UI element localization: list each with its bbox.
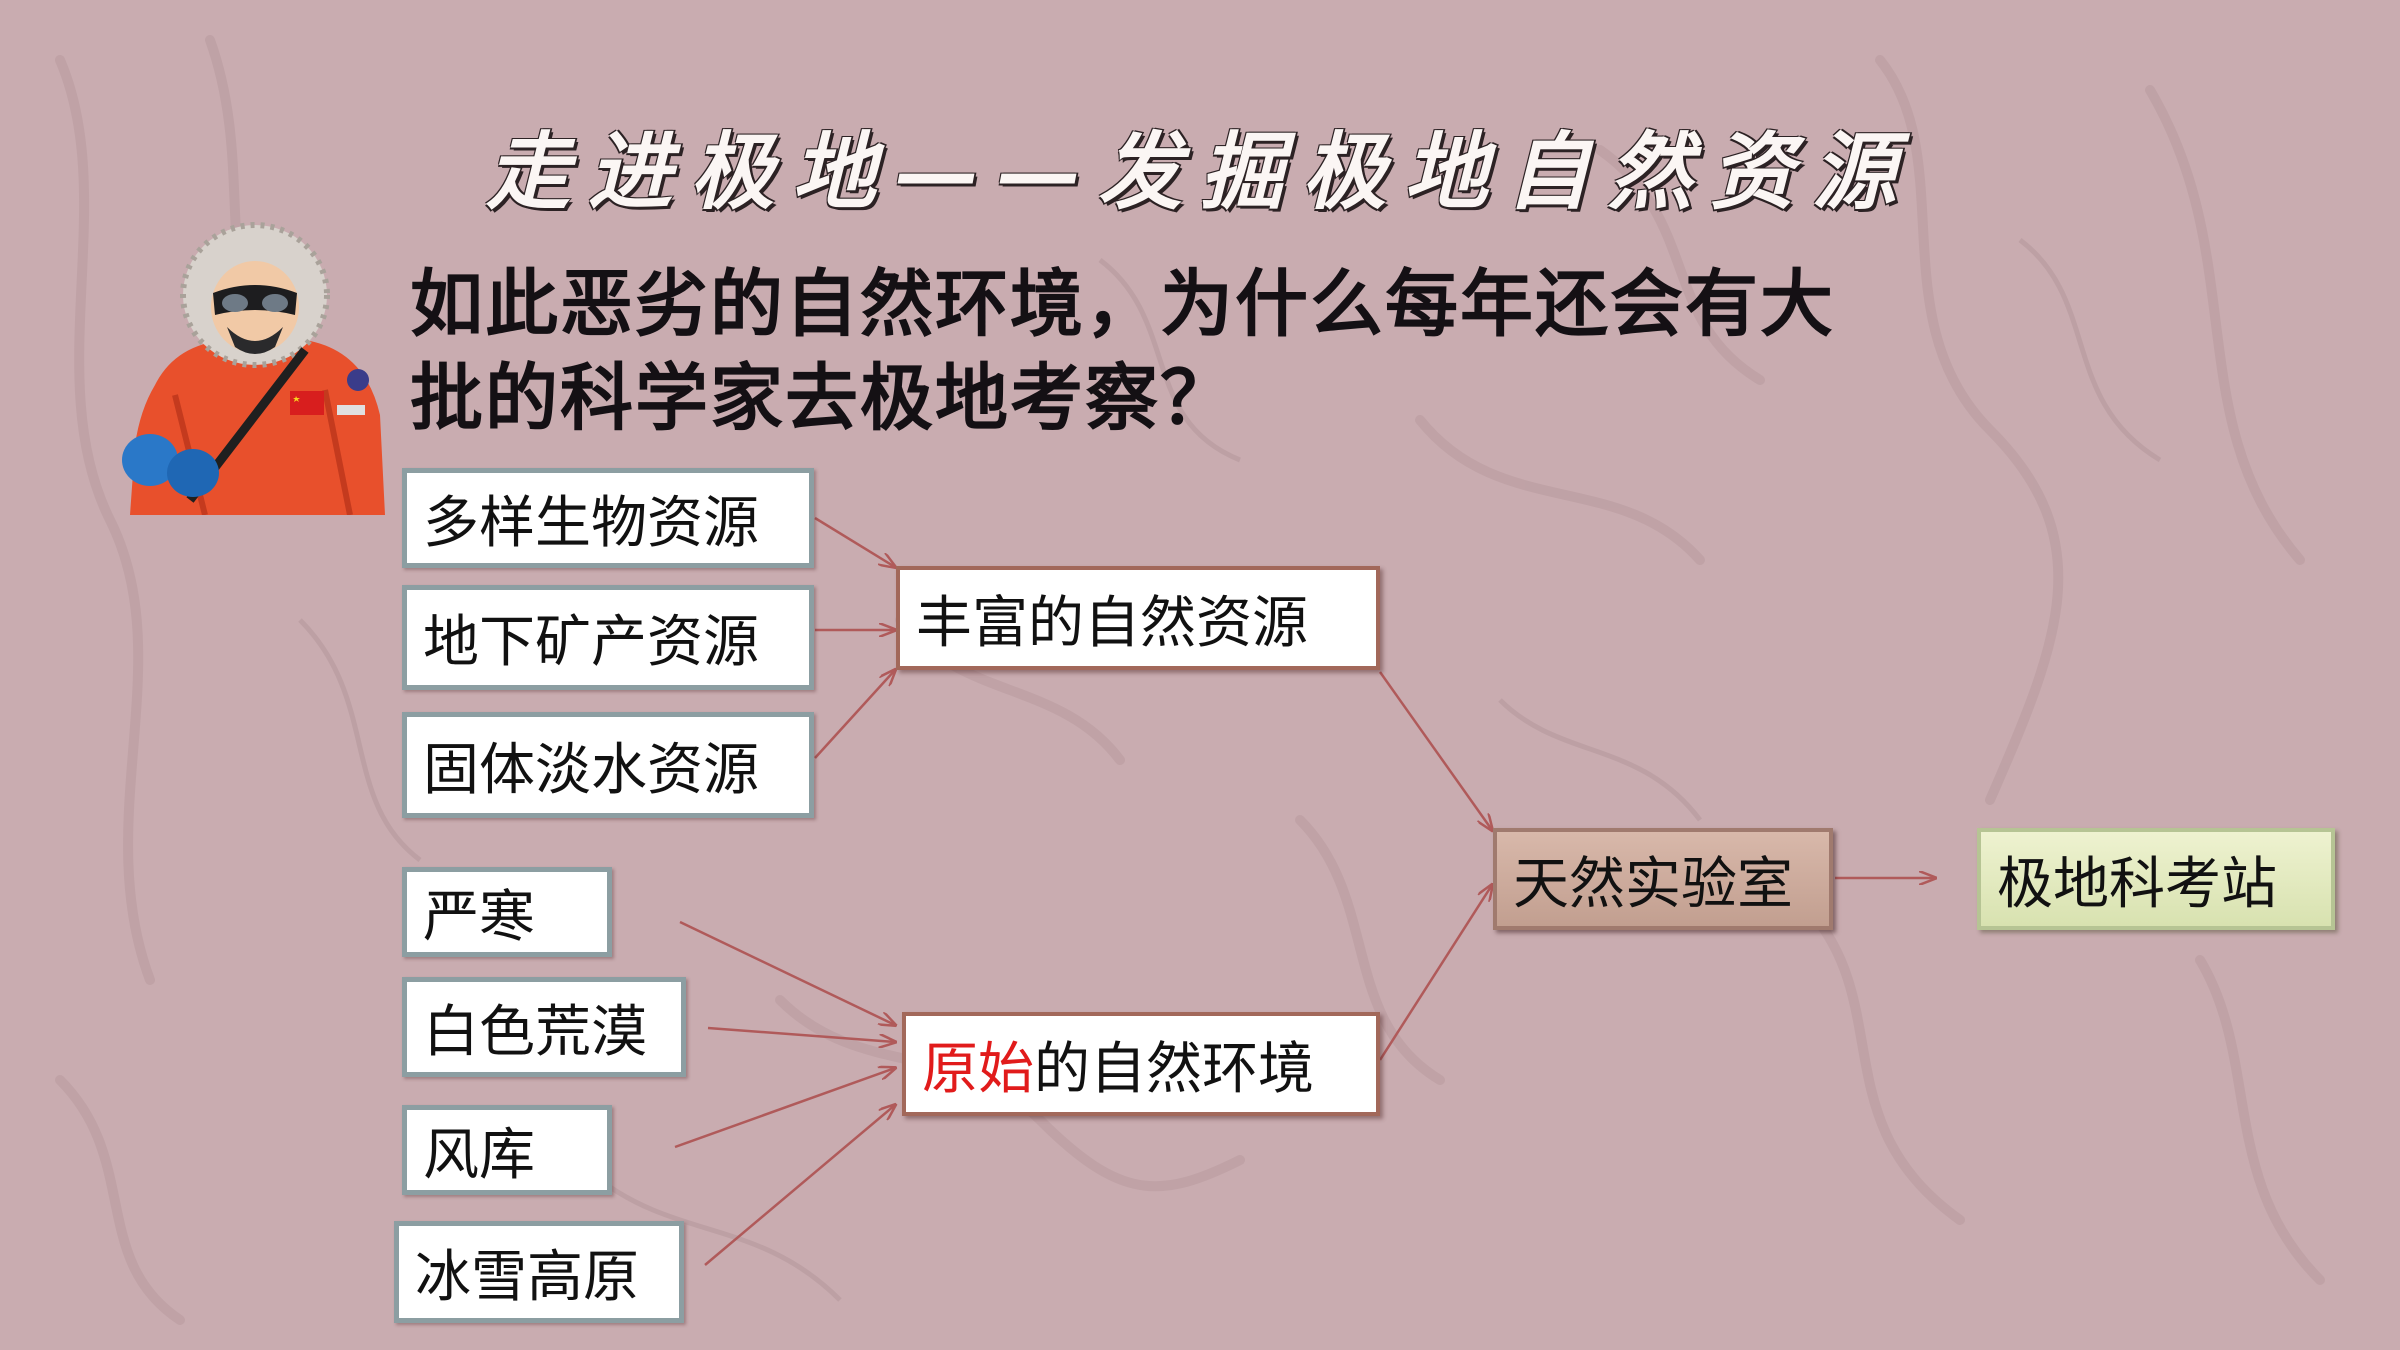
node-mineral-resources: 地下矿产资源	[402, 585, 814, 690]
question-line-2: 批的科学家去极地考察？	[410, 356, 1235, 441]
node-rich-natural-resources: 丰富的自然资源	[896, 566, 1380, 670]
highlight-primitive: 原始	[922, 1036, 1034, 1102]
arrow-resources-to-lab	[1378, 671, 1492, 830]
node-polar-research-station: 极地科考站	[1977, 828, 2335, 930]
arrow-desert-to-env	[707, 1026, 895, 1042]
node-biological-resources: 多样生物资源	[402, 468, 814, 568]
arrow-wind-to-env	[674, 1068, 895, 1149]
node-natural-laboratory: 天然实验室	[1493, 828, 1833, 930]
node-severe-cold: 严寒	[402, 867, 612, 957]
arrow-water-to-resources	[814, 670, 895, 759]
arrow-bio-to-resources	[814, 516, 895, 567]
summary-rest-text: 的自然环境	[1034, 1036, 1314, 1102]
node-white-desert: 白色荒漠	[402, 977, 686, 1077]
arrow-plateau-to-env	[704, 1105, 895, 1266]
node-wind-store: 风库	[402, 1105, 612, 1195]
node-ice-plateau: 冰雪高原	[394, 1221, 684, 1323]
polar-explorer-icon	[122, 222, 385, 515]
node-freshwater-resources: 固体淡水资源	[402, 712, 814, 818]
arrow-cold-to-env	[679, 920, 895, 1025]
node-primitive-natural-environment: 原始的自然环境	[902, 1012, 1380, 1116]
question-line-1: 如此恶劣的自然环境，为什么每年还会有大	[410, 262, 1835, 347]
arrow-env-to-lab	[1378, 885, 1492, 1061]
page-title: 走进极地——发掘极地自然资源	[485, 122, 1914, 221]
guiding-question: 如此恶劣的自然环境，为什么每年还会有大 批的科学家去极地考察？	[410, 258, 1970, 446]
